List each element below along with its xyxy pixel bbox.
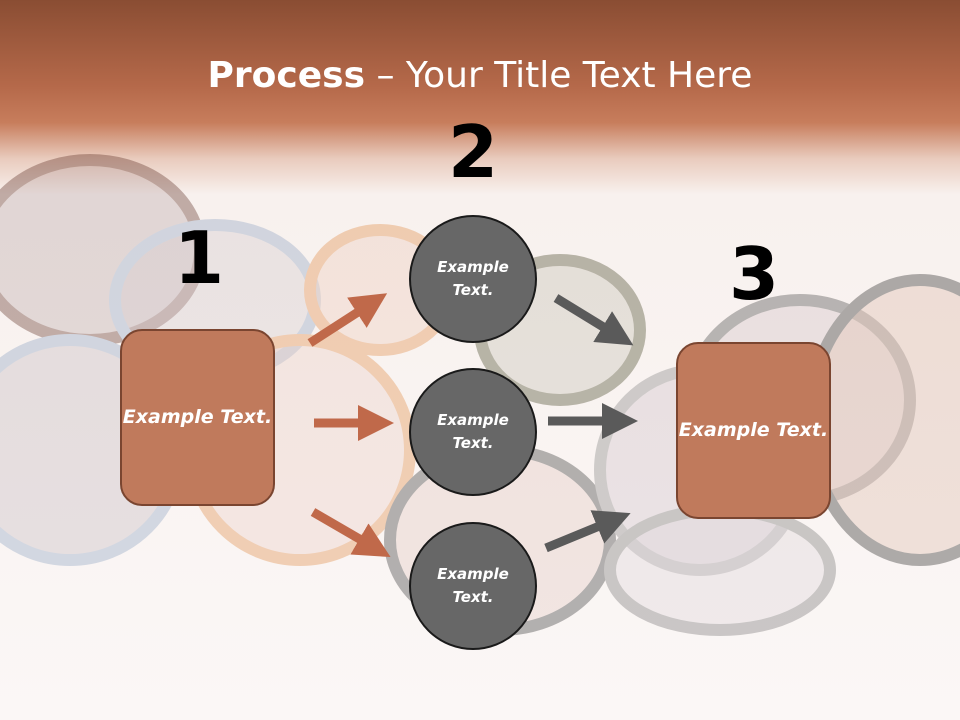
slide-title: Process – Your Title Text Here [0,54,960,98]
circle-top: Example Text. [409,215,537,343]
circle-bottom-label: Example Text. [437,565,509,606]
circle-top-label: Example Text. [437,258,509,299]
step-number-1: 1 [173,216,225,300]
box-step-1-label: Example Text. [122,406,273,428]
arrow-right-down-orange [310,508,391,558]
title-rest: – Your Title Text Here [365,55,753,96]
arrow-right-up-orange [307,293,388,347]
box-step-3-label: Example Text. [678,419,829,441]
box-step-3: Example Text. [676,342,831,519]
box-step-1: Example Text. [120,329,275,506]
circle-bottom: Example Text. [409,522,537,650]
step-number-2: 2 [447,110,499,194]
arrow-right-up-gray [544,510,631,553]
arrow-right-down-gray [553,294,634,346]
circle-middle: Example Text. [409,368,537,496]
circle-middle-label: Example Text. [437,411,509,452]
step-number-3: 3 [728,232,780,316]
title-bold: Process [207,55,366,96]
